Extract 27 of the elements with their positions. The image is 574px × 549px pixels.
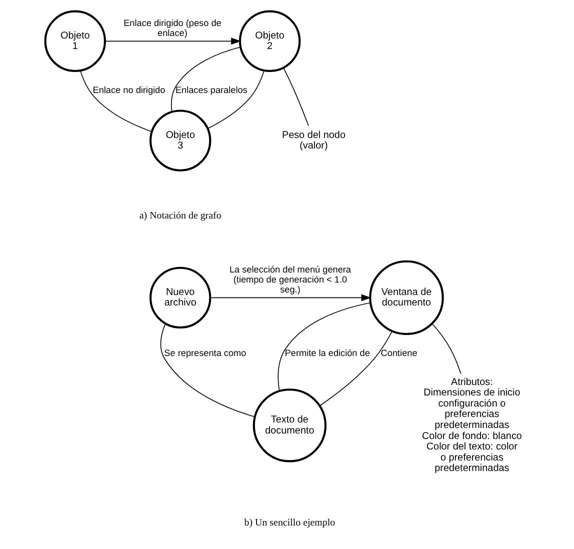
edge-label: Permite la edición de <box>284 348 370 358</box>
node-circle: Objeto 1 <box>44 10 106 72</box>
node-circle: Objeto 2 <box>238 10 301 72</box>
connector <box>80 70 152 132</box>
node-circle: Objeto 3 <box>149 110 212 172</box>
label: b) Un sencillo ejemplo <box>244 517 336 528</box>
node-circle: Texto de documento <box>252 388 327 462</box>
connector <box>170 46 241 112</box>
edge-label: Contiene <box>380 348 418 358</box>
connector <box>432 323 462 374</box>
edge-label: Enlaces paralelos <box>175 85 248 96</box>
connector <box>207 70 265 129</box>
node-circle: Ventana de documento <box>369 260 444 336</box>
arrow <box>104 38 242 45</box>
node-text: Peso del nodo (valor) <box>282 130 346 152</box>
connector <box>319 330 393 406</box>
edge-label: La selección del menú genera (tiempo de generación < 1.0 seg.) <box>229 264 352 295</box>
edge-label: Se representa como <box>164 348 246 358</box>
arrow <box>210 294 372 302</box>
edge-label: Enlace dirigido (peso de enlace) <box>124 18 222 38</box>
connector <box>278 302 372 392</box>
edge-label: Enlace no dirigido <box>92 85 166 96</box>
node-text: Atributos: Dimensiones de inicio configuración o preferencias predeterminadas Color de fondo: blanco Color del texto: color o preferencias predeterminadas <box>422 376 522 474</box>
connector <box>160 323 256 418</box>
label: a) Notación de grafo <box>139 210 222 222</box>
node-circle: Nuevo archivo <box>149 266 212 329</box>
connector <box>283 67 309 126</box>
